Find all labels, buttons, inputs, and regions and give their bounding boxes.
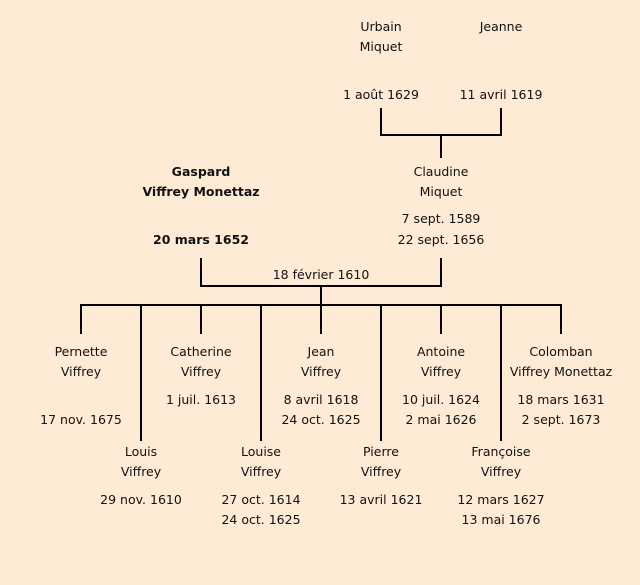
child-first: Antoine [416,344,466,359]
child-last: Viffrey Monettaz [509,364,613,379]
father-name: Gaspard [171,164,231,179]
person-name: Urbain [360,19,402,34]
child-d1: 27 oct. 1614 [221,492,301,507]
child-d1: 12 mars 1627 [457,492,545,507]
connector [380,304,382,441]
child-last: Viffrey [60,364,102,379]
child-first: Louise [241,444,281,459]
child-first: Colomban [529,344,593,359]
connector [320,304,322,334]
child-last: Viffrey [480,464,522,479]
child-last: Viffrey [180,364,222,379]
child-first: Louis [124,444,158,459]
father-date: 20 mars 1652 [153,232,249,247]
connector [500,108,502,136]
child-last: Viffrey [120,464,162,479]
child-last: Viffrey [360,464,402,479]
connector [200,304,202,334]
child-d2: 17 nov. 1675 [40,412,122,427]
child-d2: 13 mai 1676 [461,512,541,527]
child-d2: 2 mai 1626 [405,412,477,427]
connector [500,304,502,441]
child-last: Viffrey [300,364,342,379]
connector [200,258,202,287]
connector [320,285,322,306]
child-d1: 10 juil. 1624 [402,392,480,407]
child-first: Pernette [54,344,108,359]
child-last: Viffrey [420,364,462,379]
child-d2: 24 oct. 1625 [221,512,301,527]
person-date: 1 août 1629 [343,87,419,102]
child-first: Pierre [363,444,399,459]
connector [260,304,262,441]
child-d2: 2 sept. 1673 [521,412,601,427]
person-date: 11 avril 1619 [459,87,543,102]
person-surname: Miquet [359,39,403,54]
connector [440,304,442,334]
connector [80,304,82,334]
person-name: Jeanne [479,19,523,34]
mother-birth: 7 sept. 1589 [401,211,481,226]
connector [440,134,442,158]
mother-name: Claudine [413,164,469,179]
child-d1: 1 juil. 1613 [165,392,237,407]
child-d1: 29 nov. 1610 [100,492,182,507]
child-d1: 13 avril 1621 [339,492,423,507]
connector [140,304,142,441]
marriage-date: 18 février 1610 [272,267,370,282]
connector [440,258,442,287]
child-d1: 8 avril 1618 [283,392,359,407]
child-first: Françoise [471,444,531,459]
child-d2: 24 oct. 1625 [281,412,361,427]
child-first: Jean [307,344,335,359]
child-last: Viffrey [240,464,282,479]
mother-surname: Miquet [419,184,463,199]
connector [380,108,382,136]
connector [560,304,562,334]
child-first: Catherine [170,344,232,359]
mother-death: 22 sept. 1656 [397,232,485,247]
father-surname: Viffrey Monettaz [142,184,260,199]
child-d1: 18 mars 1631 [517,392,605,407]
